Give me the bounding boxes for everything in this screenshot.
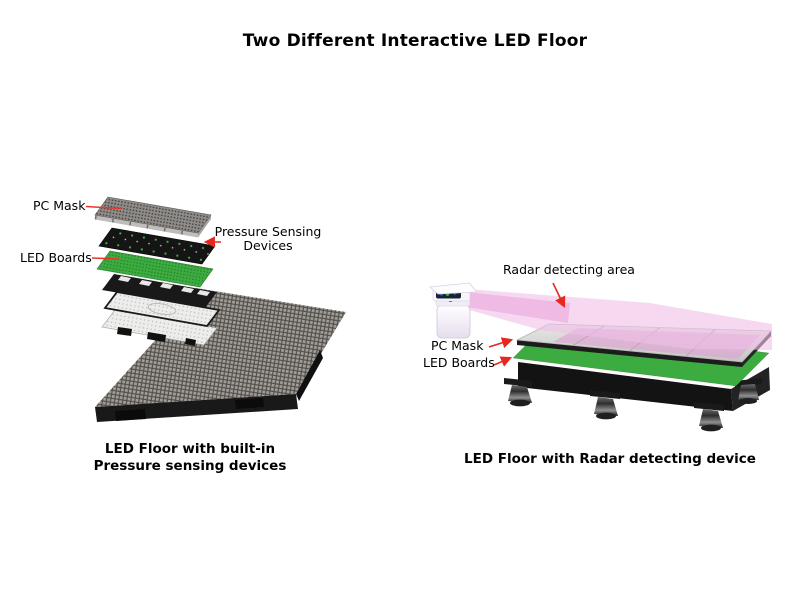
foot xyxy=(590,390,620,420)
page-title: Two Different Interactive LED Floor xyxy=(242,31,588,51)
label-led-boards-left: LED Boards xyxy=(20,250,92,265)
label-lines-left xyxy=(85,205,221,260)
pc-mask-callout-line xyxy=(85,205,122,210)
radar-beam xyxy=(466,289,772,359)
radar-led-floor-graphic xyxy=(429,282,772,432)
label-radar-detecting-area: Radar detecting area xyxy=(503,262,635,277)
label-led-boards-right: LED Boards xyxy=(423,355,495,370)
foot xyxy=(504,378,532,407)
label-pressure-sensing: Pressure Sensing Devices xyxy=(214,224,322,253)
exploded-led-floor-graphic xyxy=(85,196,346,422)
label-pc-mask-left: PC Mask xyxy=(33,198,86,213)
radar-area-callout-arrow xyxy=(552,282,566,309)
pc-mask-layer xyxy=(94,196,212,238)
right-caption: LED Floor with Radar detecting device xyxy=(464,451,756,467)
label-lines-right xyxy=(488,282,566,367)
frame-layer xyxy=(102,274,217,308)
led-boards-callout-arrow xyxy=(493,356,513,367)
led-boards-callout-line xyxy=(91,257,120,260)
module-front-panel xyxy=(101,309,218,346)
led-board-layer xyxy=(96,250,214,288)
radar-device xyxy=(429,282,478,339)
foot xyxy=(694,402,724,432)
label-pc-mask-right: PC Mask xyxy=(431,338,484,353)
pressure-sensor-layer xyxy=(98,227,216,265)
adjustable-feet xyxy=(504,378,762,432)
pc-mask-callout-arrow xyxy=(488,337,514,349)
floor-tiles xyxy=(95,288,346,422)
left-caption: LED Floor with built-in Pressure sensing… xyxy=(93,441,287,474)
